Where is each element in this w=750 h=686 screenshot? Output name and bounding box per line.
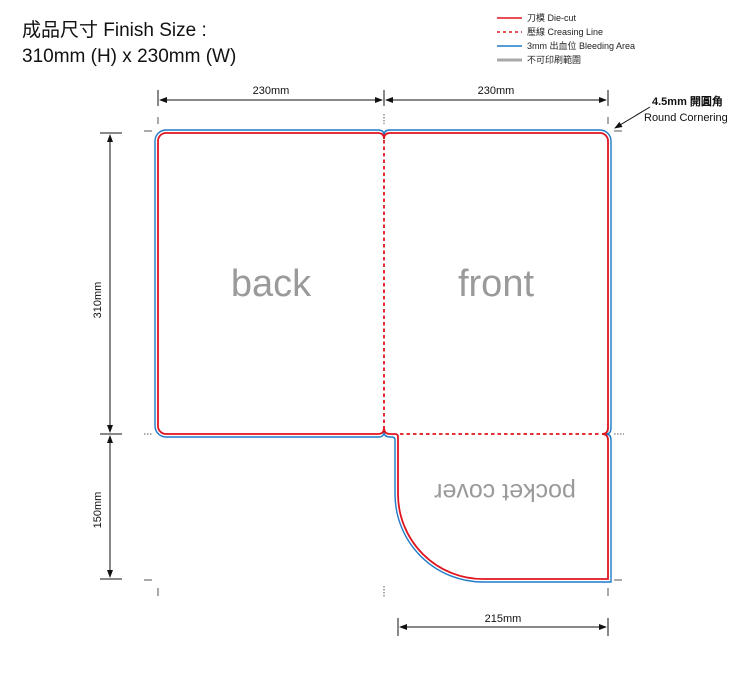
title-line-2: 310mm (H) x 230mm (W) (22, 46, 236, 67)
dim-front-width: 230mm (478, 85, 515, 97)
dim-pocket-height: 150mm (92, 492, 104, 529)
die-cut-outline (157, 132, 609, 580)
trim-marks (144, 114, 624, 598)
dim-back-width: 230mm (253, 85, 290, 97)
corner-arrow (614, 106, 651, 129)
dim-main-height: 310mm (92, 282, 104, 319)
pocket-panel-label: pocket cover (434, 478, 576, 506)
title-line-1: 成品尺寸 Finish Size : (22, 19, 207, 41)
back-panel-label: back (231, 263, 312, 305)
corner-annotation-line-1: 4.5mm 開圓角 (652, 94, 723, 108)
legend-die-cut: 刀模 Die-cut (527, 13, 577, 23)
top-dimensions (157, 90, 609, 106)
bottom-dimension (397, 618, 609, 636)
bleed-outline (154, 129, 612, 583)
legend-bleed: 3mm 出血位 Bleeding Area (527, 40, 635, 51)
legend: 刀模 Die-cut 壓線 Creasing Line 3mm 出血位 Blee… (497, 13, 635, 65)
dim-pocket-width: 215mm (485, 613, 522, 625)
legend-nonprint: 不可印刷範圍 (527, 54, 581, 65)
left-dimensions (100, 132, 122, 580)
legend-creasing: 壓線 Creasing Line (527, 26, 603, 37)
corner-annotation-line-2: Round Cornering (644, 112, 728, 124)
front-panel-label: front (458, 263, 534, 305)
